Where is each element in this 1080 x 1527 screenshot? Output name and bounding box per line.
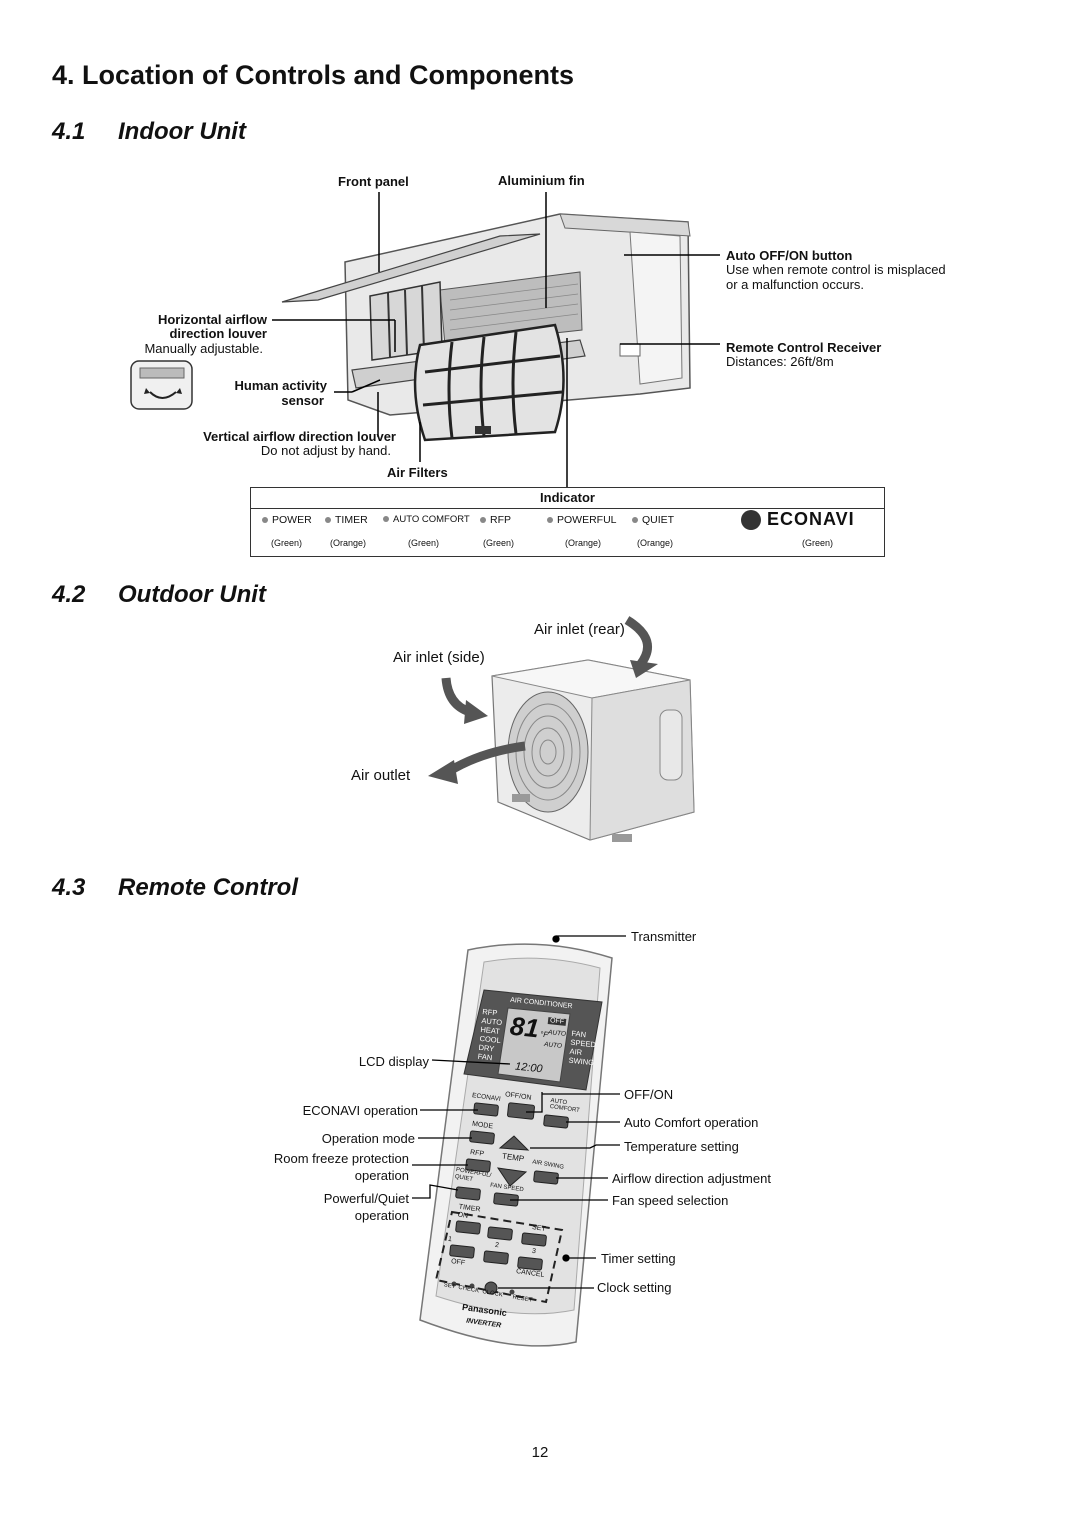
receiver-desc: Distances: 26ft/8m <box>726 354 834 369</box>
powerful-quiet-label-line2: operation <box>354 1208 409 1223</box>
indicator-rfp: RFP <box>480 514 511 526</box>
econavi-lamp-icon <box>741 510 761 530</box>
indicator-heading: Indicator <box>251 488 884 509</box>
indicator-label: AUTO COMFORT <box>393 514 470 525</box>
indicator-powerful: POWERFUL <box>547 514 617 526</box>
section-title: Indoor Unit <box>118 118 246 145</box>
led-dot-icon <box>632 517 638 524</box>
indicator-color: (Green) <box>802 538 834 548</box>
indicator-panel: Indicator POWER TIMER AUTO COMFORT RFP P… <box>250 487 885 557</box>
section-title: Outdoor Unit <box>118 581 266 608</box>
indoor-unit-illustration <box>130 192 720 487</box>
operation-mode-label: Operation mode <box>321 1131 415 1146</box>
indicator-timer: TIMER <box>325 514 368 526</box>
powerful-quiet-label-line1: Powerful/Quiet <box>323 1191 409 1206</box>
section-indoor-heading: 4.1 Indoor Unit <box>52 118 246 146</box>
aluminium-fin-label: Aluminium fin <box>498 173 585 188</box>
h-louver-desc: Manually adjustable. <box>144 341 263 356</box>
auto-button-title: Auto OFF/ON button <box>726 248 853 263</box>
indicator-label: POWER <box>272 514 312 526</box>
auto-comfort-label: Auto Comfort operation <box>624 1115 759 1130</box>
timer-on-label: TIMER ON <box>457 1204 481 1223</box>
led-dot-icon <box>547 517 553 524</box>
human-sensor-line1: Human activity <box>234 378 327 393</box>
section-title: Remote Control <box>118 874 298 901</box>
indicator-label: POWERFUL <box>557 514 617 526</box>
v-louver-title: Vertical airflow direction louver <box>203 429 396 444</box>
led-dot-icon <box>325 517 331 524</box>
lcd-temperature: 81 <box>508 1010 541 1044</box>
timer-setting-label: Timer setting <box>601 1251 676 1266</box>
econavi-operation-label: ECONAVI operation <box>302 1103 418 1118</box>
num-1: 1 <box>447 1235 453 1244</box>
indicator-label: RFP <box>490 514 511 526</box>
indicator-power: POWER <box>262 514 312 526</box>
air-outlet-label: Air outlet <box>351 767 411 784</box>
num-2: 2 <box>494 1241 500 1250</box>
temperature-setting-label: Temperature setting <box>624 1139 739 1154</box>
indicator-color: (Green) <box>408 538 440 548</box>
air-filters-label: Air Filters <box>387 465 448 480</box>
indicator-color: (Orange) <box>637 538 674 548</box>
front-panel-label: Front panel <box>338 174 409 189</box>
section-remote-heading: 4.3 Remote Control <box>52 874 298 902</box>
econavi-logo: ECONAVI <box>767 509 855 529</box>
transmitter-label: Transmitter <box>631 929 697 944</box>
page-number: 12 <box>531 1444 549 1461</box>
remote-control-illustration <box>412 935 626 1347</box>
air-inlet-rear-label: Air inlet (rear) <box>534 621 625 638</box>
section-number: 4.1 <box>52 118 86 145</box>
outdoor-unit-illustration <box>428 616 695 842</box>
indicator-color: (Orange) <box>565 538 602 548</box>
indicator-quiet: QUIET <box>632 514 674 526</box>
section-outdoor-heading: 4.2 Outdoor Unit <box>52 581 266 609</box>
h-louver-title-line1: Horizontal airflow <box>157 312 267 327</box>
auto-button-desc-line2: or a malfunction occurs. <box>726 277 865 292</box>
off-on-label: OFF/ON <box>624 1087 674 1102</box>
indicator-color: (Green) <box>483 538 515 548</box>
remote-fan-list: FAN SPEED AIR SWING <box>568 1029 597 1067</box>
indicator-label: QUIET <box>642 514 675 526</box>
h-louver-title-line2: direction louver <box>169 326 267 341</box>
page-title: 4. Location of Controls and Components <box>52 60 574 90</box>
air-inlet-side-label: Air inlet (side) <box>393 649 485 666</box>
lcd-display-label: LCD display <box>358 1054 429 1069</box>
room-freeze-label-line1: Room freeze protection <box>273 1151 409 1166</box>
led-dot-icon <box>480 517 486 524</box>
receiver-title: Remote Control Receiver <box>726 340 882 355</box>
num-3: 3 <box>531 1247 537 1256</box>
human-sensor-line2: sensor <box>281 393 324 408</box>
section-number: 4.3 <box>52 874 86 901</box>
room-freeze-label-line2: operation <box>354 1168 409 1183</box>
fan-speed-label: Fan speed selection <box>612 1193 729 1208</box>
indicator-label: TIMER <box>335 514 368 526</box>
airflow-adjustment-label: Airflow direction adjustment <box>612 1171 771 1186</box>
clock-setting-label: Clock setting <box>597 1280 672 1295</box>
indicator-color: (Orange) <box>330 538 367 548</box>
led-dot-icon <box>383 516 389 523</box>
indicator-color: (Green) <box>271 538 303 548</box>
auto-button-desc-line1: Use when remote control is misplaced <box>726 262 946 277</box>
indicator-auto-comfort: AUTO COMFORT <box>383 514 470 525</box>
led-dot-icon <box>262 517 268 524</box>
v-louver-desc: Do not adjust by hand. <box>260 443 391 458</box>
section-number: 4.2 <box>52 581 86 608</box>
